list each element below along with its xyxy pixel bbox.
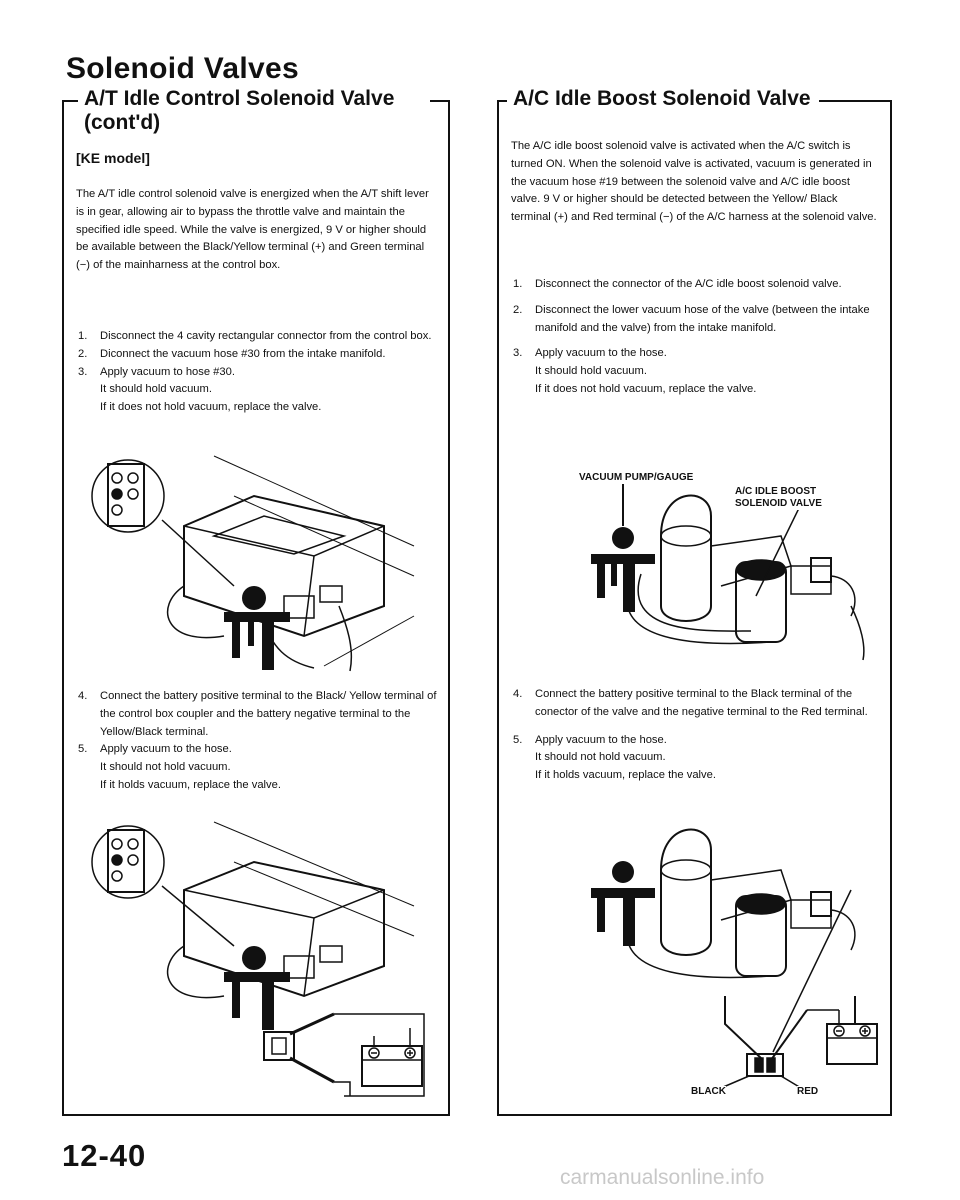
- watermark: carmanualsonline.info: [560, 1166, 765, 1189]
- idle-boost-valve-figure-1: [591, 480, 865, 661]
- ke-model-subheading: [KE model]: [76, 150, 150, 166]
- list-item: 4.Connect the battery positive terminal …: [78, 690, 437, 738]
- list-item: 2.Disconnect the lower vacuum hose of th…: [513, 303, 870, 334]
- right-intro-paragraph: The A/C idle boost solenoid valve is act…: [511, 140, 877, 224]
- list-item: 1.Disconnect the 4 cavity rectangular co…: [78, 330, 432, 342]
- control-box-battery-figure: [91, 821, 425, 1097]
- page-number: 12-40: [62, 1138, 147, 1173]
- page-title: Solenoid Valves: [66, 52, 299, 85]
- list-item: 1.Disconnect the connector of the A/C id…: [513, 278, 842, 290]
- left-panel: A/T Idle Control Solenoid Valve (cont'd)…: [62, 87, 450, 1116]
- list-item: 3.Apply vacuum to hose #30. It should ho…: [78, 365, 322, 414]
- left-panel-heading: A/T Idle Control Solenoid Valve (cont'd): [78, 87, 430, 135]
- black-terminal-label: BLACK: [691, 1086, 726, 1098]
- right-panel: A/C Idle Boost Solenoid Valve The A/C id…: [497, 87, 892, 1116]
- right-panel-heading: A/C Idle Boost Solenoid Valve: [507, 87, 817, 111]
- control-box-figure-1: [91, 455, 415, 672]
- list-item: 5.Apply vacuum to the hose. It should no…: [78, 743, 281, 791]
- idle-boost-valve-battery-figure: [591, 828, 878, 1089]
- left-steps-4-5: 4.Connect the battery positive terminal …: [76, 688, 438, 795]
- ac-idle-boost-valve-label: A/C IDLE BOOST SOLENOID VALVE: [735, 486, 822, 510]
- left-steps-1-3: 1.Disconnect the 4 cavity rectangular co…: [76, 328, 438, 417]
- left-intro-paragraph: The A/T idle control solenoid valve is e…: [76, 188, 429, 272]
- list-item: 2.Diconnect the vacuum hose #30 from the…: [78, 347, 386, 360]
- vacuum-pump-gauge-label: VACUUM PUMP/GAUGE: [579, 472, 694, 484]
- list-item: 5.Apply vacuum to the hose. It should no…: [513, 733, 716, 782]
- list-item: 3.Apply vacuum to the hose. It should ho…: [513, 347, 757, 395]
- list-item: 4.Connect the battery positive terminal …: [513, 688, 868, 718]
- right-steps-4-5: 4.Connect the battery positive terminal …: [511, 686, 879, 785]
- right-steps-1-3: 1.Disconnect the connector of the A/C id…: [511, 276, 879, 399]
- red-terminal-label: RED: [797, 1086, 819, 1098]
